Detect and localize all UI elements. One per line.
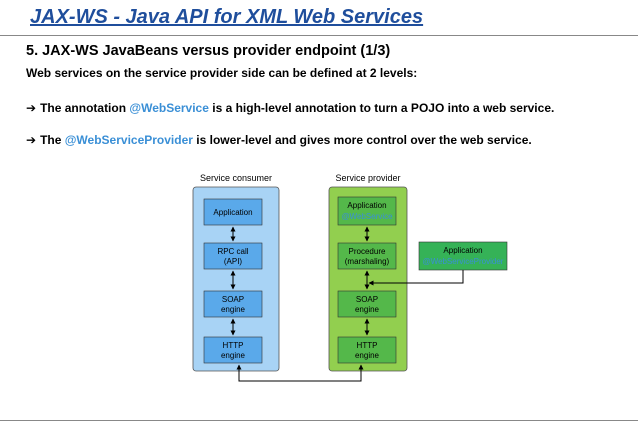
keyword-webservice: @WebService [129, 101, 209, 115]
provider-link-arrow [368, 270, 464, 286]
http-connector-arrow [236, 364, 364, 382]
bullet-text-before: The [40, 133, 65, 147]
box-label: HTTP [223, 341, 244, 350]
box-annotation: @WebService [341, 212, 393, 221]
box-label: HTTP [357, 341, 378, 350]
consumer-box-application: Application [203, 198, 263, 226]
provider-box-soap-engine: SOAP engine [337, 290, 397, 318]
box-label: RPC call [217, 247, 248, 256]
footer-divider [0, 420, 638, 421]
box-label: Application [213, 208, 252, 217]
provider-label: Service provider [335, 173, 400, 183]
consumer-label: Service consumer [200, 173, 272, 183]
section-heading: 5. JAX-WS JavaBeans versus provider endp… [26, 43, 391, 59]
external-provider-box: Application @WebServiceProvider [418, 241, 508, 271]
right-arrow-icon: ➔ [26, 133, 37, 147]
box-annotation: @WebServiceProvider [423, 257, 504, 266]
provider-box-procedure: Procedure (marshaling) [337, 242, 397, 270]
title-divider [0, 35, 638, 36]
box-sublabel: engine [221, 305, 246, 314]
box-sublabel: engine [221, 351, 246, 360]
consumer-container [192, 186, 280, 372]
bullet-text-before: The annotation [40, 101, 130, 115]
consumer-box-http-engine: HTTP engine [203, 336, 263, 364]
keyword-webserviceprovider: @WebServiceProvider [64, 133, 193, 147]
box-sublabel: (marshaling) [345, 257, 390, 266]
box-sublabel: engine [355, 351, 380, 360]
box-label: SOAP [356, 295, 378, 304]
box-label: SOAP [222, 295, 244, 304]
box-sublabel: engine [355, 305, 380, 314]
box-label: Application [443, 246, 482, 255]
right-arrow-icon: ➔ [26, 101, 37, 115]
intro-text: Web services on the service provider sid… [26, 66, 418, 80]
provider-box-application: Application @WebService [337, 196, 397, 226]
bullet-webservice: ➔The annotation @WebService is a high-le… [26, 101, 554, 115]
consumer-box-soap-engine: SOAP engine [203, 290, 263, 318]
bullet-webserviceprovider: ➔The @WebServiceProvider is lower-level … [26, 133, 532, 147]
slide-title: JAX-WS - Java API for XML Web Services [30, 6, 424, 28]
box-label: Procedure [349, 247, 386, 256]
box-label: Application [347, 201, 386, 210]
consumer-box-rpc-call: RPC call (API) [203, 242, 263, 270]
provider-box-http-engine: HTTP engine [337, 336, 397, 364]
box-sublabel: (API) [224, 257, 243, 266]
bullet-text-after: is a high-level annotation to turn a POJ… [208, 101, 555, 115]
bullet-text-after: is lower-level and gives more control ov… [192, 133, 532, 147]
